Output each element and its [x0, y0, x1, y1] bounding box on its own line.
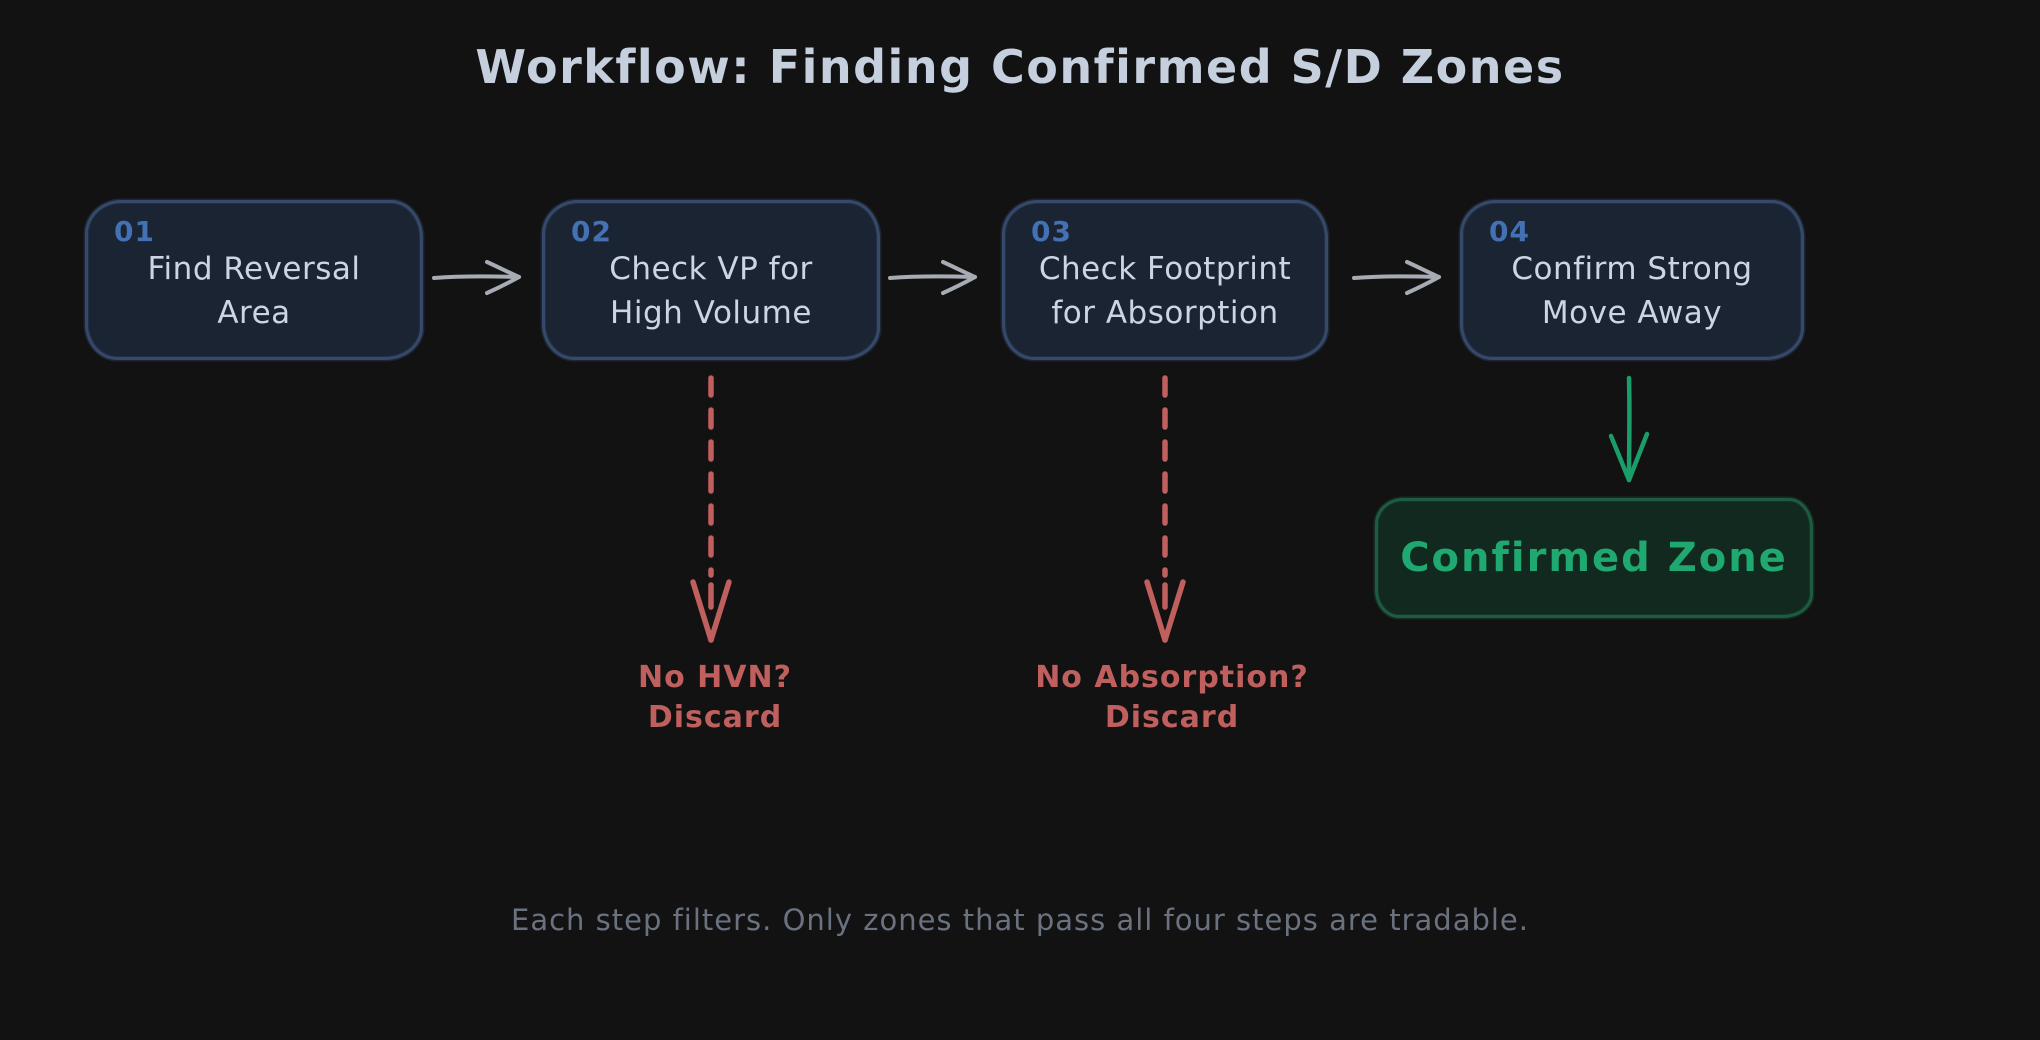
step-box-02: 02 Check VP for High Volume	[542, 200, 880, 360]
step-box-03: 03 Check Footprint for Absorption	[1002, 200, 1328, 360]
arrow-right-icon	[432, 260, 521, 295]
step-label-04: Confirm Strong Move Away	[1463, 247, 1801, 335]
step-label-03: Check Footprint for Absorption	[1005, 247, 1325, 335]
discard-label-line: No Absorption?	[1035, 660, 1309, 695]
step-label-line: Check VP for	[609, 251, 813, 287]
discard-label-line: Discard	[1104, 700, 1240, 735]
discard-label-line: Discard	[647, 700, 783, 735]
arrow-right-icon	[1352, 260, 1441, 295]
discard-label-absorption: No Absorption? Discard	[1002, 658, 1342, 738]
discard-label-line: No HVN?	[638, 660, 792, 695]
step-box-01: 01 Find Reversal Area	[85, 200, 423, 360]
footer-caption: Each step filters. Only zones that pass …	[511, 903, 1529, 937]
arrow-down-icon	[1608, 375, 1650, 483]
arrow-right-icon	[888, 260, 977, 295]
step-label-01: Find Reversal Area	[88, 247, 420, 335]
dashed-arrow-down-icon	[690, 375, 732, 643]
confirmed-zone-label: Confirmed Zone	[1400, 535, 1788, 581]
step-label-02: Check VP for High Volume	[545, 247, 877, 335]
discard-label-hvn: No HVN? Discard	[545, 658, 885, 738]
step-label-line: for Absorption	[1051, 295, 1279, 331]
step-number-01: 01	[114, 215, 155, 248]
diagram-title: Workflow: Finding Confirmed S/D Zones	[475, 40, 1565, 94]
step-label-line: Area	[217, 295, 291, 331]
confirmed-zone-box: Confirmed Zone	[1375, 498, 1813, 618]
step-number-03: 03	[1031, 215, 1072, 248]
dashed-arrow-down-icon	[1144, 375, 1186, 643]
step-number-04: 04	[1489, 215, 1530, 248]
step-number-02: 02	[571, 215, 612, 248]
step-label-line: Check Footprint	[1038, 251, 1292, 287]
step-label-line: Find Reversal	[147, 251, 361, 287]
step-box-04: 04 Confirm Strong Move Away	[1460, 200, 1804, 360]
step-label-line: High Volume	[610, 295, 812, 331]
step-label-line: Confirm Strong	[1511, 251, 1753, 287]
step-label-line: Move Away	[1541, 295, 1723, 331]
